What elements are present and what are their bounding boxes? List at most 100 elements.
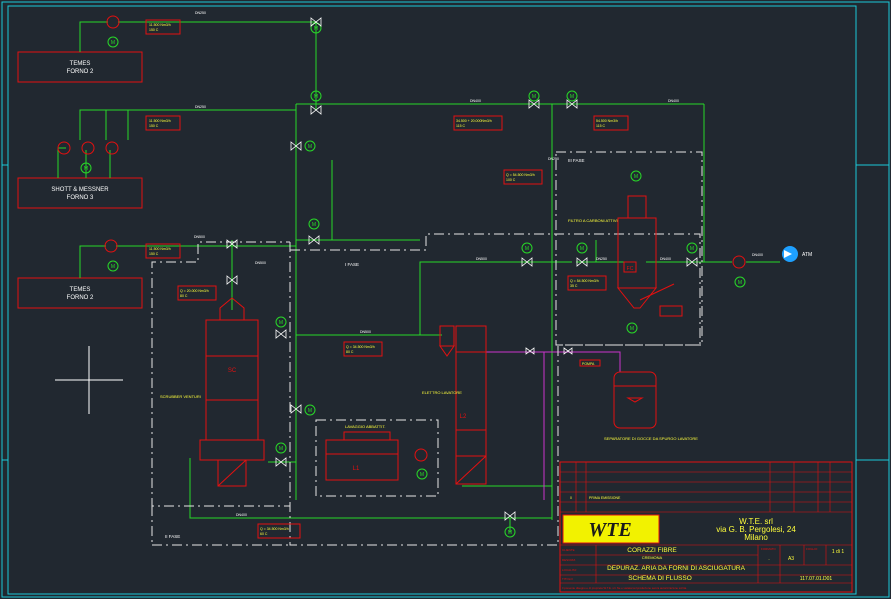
svg-text:Q = 54.500 Nm3/h: Q = 54.500 Nm3/h	[506, 173, 535, 177]
logo-text: WTE	[588, 519, 631, 541]
footer-note: Il presente disegno e di proprieta W.T.E…	[562, 586, 687, 590]
drawing-number: 117.07.01.D01	[800, 576, 833, 582]
drawing-frame	[7, 5, 857, 595]
company-logo	[563, 515, 659, 543]
carbon-filter[interactable]: FC	[616, 195, 683, 317]
revision-number: 0	[570, 496, 572, 500]
svg-text:M: M	[279, 320, 283, 326]
source-bottom-title: TEMES	[70, 287, 91, 293]
svg-text:M: M	[630, 326, 634, 332]
motor-icon: M	[107, 36, 119, 48]
zone-label-stage1: I FASE	[345, 262, 359, 267]
scrubber-2[interactable]: L2	[439, 325, 487, 485]
motor-icon: M	[416, 468, 428, 480]
svg-text:M: M	[532, 94, 536, 100]
separator-label: SEPARATORE DI GOCCE DA SPURGO LAVATORE	[604, 436, 698, 441]
source-box-bottom[interactable]: TEMES FORNO 2	[17, 277, 143, 309]
svg-text:M: M	[308, 144, 312, 150]
svg-text:DN500: DN500	[255, 261, 266, 265]
revision-note: PRIMA EMISSIONE	[589, 496, 621, 500]
wash-tank-label: LAVAGGIO ABBATTIT.	[345, 424, 385, 429]
svg-text:M: M	[308, 408, 312, 414]
row-label-2: DESCRIZ.	[562, 558, 576, 562]
svg-text:M: M	[314, 26, 318, 32]
motor-icon: M	[80, 162, 92, 174]
svg-text:80 C: 80 C	[346, 350, 354, 354]
flow-label-f8: Q = 54.500 Nm3/h 35 C	[567, 275, 607, 291]
atmosphere-outlet: ATM	[782, 246, 812, 262]
svg-text:54.500 Nm3/h: 54.500 Nm3/h	[596, 119, 618, 123]
svg-text:M: M	[111, 40, 115, 46]
motor-icon: M	[734, 276, 746, 288]
svg-text:DN400: DN400	[236, 513, 247, 517]
flow-label-f6: Q = 54.500 Nm3/h 100 C	[503, 169, 543, 185]
wash-tank-tag: L1	[353, 466, 360, 472]
drawing-title: SCHEMA DI FLUSSO	[628, 575, 692, 582]
svg-text:DN500: DN500	[194, 235, 205, 239]
flow-label-f1: 11.500 Nm3/h 150 C	[145, 19, 181, 35]
svg-text:M: M	[111, 264, 115, 270]
source-top-subtitle: FORNO 2	[67, 69, 94, 75]
sheet-value: 1 di 1	[832, 549, 844, 555]
outlet-label: ATM	[802, 252, 812, 258]
motor-icon: M	[521, 242, 533, 254]
row-label-4: TITOLO	[562, 577, 573, 581]
svg-text:DN400: DN400	[660, 257, 671, 261]
title-block: 0 PRIMA EMISSIONE WTE W.T.E. srl via G. …	[559, 461, 853, 593]
svg-text:DN500: DN500	[476, 257, 487, 261]
svg-text:11.500 Nm3/h: 11.500 Nm3/h	[149, 247, 171, 251]
svg-text:DN250: DN250	[195, 11, 206, 15]
zone-boundaries	[151, 151, 703, 546]
source-middle-subtitle: FORNO 3	[67, 195, 94, 201]
source-box-top[interactable]: TEMES FORNO 2	[17, 51, 143, 83]
wash-tank[interactable]: L1	[325, 431, 399, 481]
svg-text:80 C: 80 C	[180, 294, 188, 298]
source-box-middle[interactable]: SHOTT & MESSNER FORNO 3	[17, 177, 143, 209]
company-address: via G. B. Pergolesi, 24	[716, 525, 796, 534]
company-name: W.T.E. srl	[739, 517, 773, 526]
sheet-label: FOGLIO	[806, 547, 818, 551]
flow-label-f7: Q = 20.000 Nm3/h 80 C	[177, 285, 217, 301]
motor-icon: M	[107, 260, 119, 272]
svg-text:M: M	[508, 530, 512, 536]
motor-icon: M	[310, 90, 322, 102]
pump-tag: POMPA	[582, 362, 595, 366]
svg-text:M: M	[279, 446, 283, 452]
source-top-title: TEMES	[70, 61, 91, 67]
svg-text:34.500 + 20.000Nm3/h: 34.500 + 20.000Nm3/h	[456, 119, 492, 123]
scrubber-1-tag: SC	[228, 368, 237, 374]
droplet-separator[interactable]	[613, 371, 657, 429]
drawing-subject: DEPURAZ. ARIA DA FORNI DI ASCIUGATURA	[607, 565, 746, 572]
flow-label-f10: Q = 34.500 Nm3/h 60 C	[257, 523, 301, 539]
motor-icon: M	[504, 526, 516, 538]
pipe-size-tags: DN250 DN250 DN400 DN400 DN500 DN500 DN50…	[194, 11, 763, 517]
flow-label-f9: Q = 34.500 Nm3/h 80 C	[343, 341, 383, 357]
motor-icon: M	[566, 90, 578, 102]
carbon-filter-tag: FC	[627, 266, 634, 272]
motor-icon: M	[275, 316, 287, 328]
svg-text:150 C: 150 C	[149, 252, 159, 256]
customer-location: CREMONA	[642, 555, 663, 560]
row-label-1: CLIENTE	[562, 548, 575, 552]
svg-text:115 C: 115 C	[596, 124, 606, 128]
scrubber-2-label: ELETTRO LAVATORE	[422, 390, 462, 395]
svg-text:Q = 20.000 Nm3/h: Q = 20.000 Nm3/h	[180, 289, 209, 293]
motor-icon: M	[528, 90, 540, 102]
svg-text:35 C: 35 C	[570, 284, 578, 288]
svg-text:M: M	[690, 246, 694, 252]
svg-text:DN400: DN400	[470, 99, 481, 103]
zone-label-stage2: II FASE	[165, 534, 180, 539]
svg-text:100 C: 100 C	[506, 178, 516, 182]
svg-text:Q = 34.500 Nm3/h: Q = 34.500 Nm3/h	[260, 527, 289, 531]
flow-label-f3: 11.500 Nm3/h 150 C	[145, 243, 181, 259]
motor-icon: M	[630, 170, 642, 182]
scrubber-1[interactable]: SC	[199, 297, 265, 487]
scrubber-1-label: SCRUBBER VENTURI	[160, 394, 201, 399]
svg-text:Q = 34.500 Nm3/h: Q = 34.500 Nm3/h	[346, 345, 375, 349]
svg-text:DN500: DN500	[360, 330, 371, 334]
svg-text:M: M	[314, 94, 318, 100]
company-city: Milano	[744, 533, 768, 542]
